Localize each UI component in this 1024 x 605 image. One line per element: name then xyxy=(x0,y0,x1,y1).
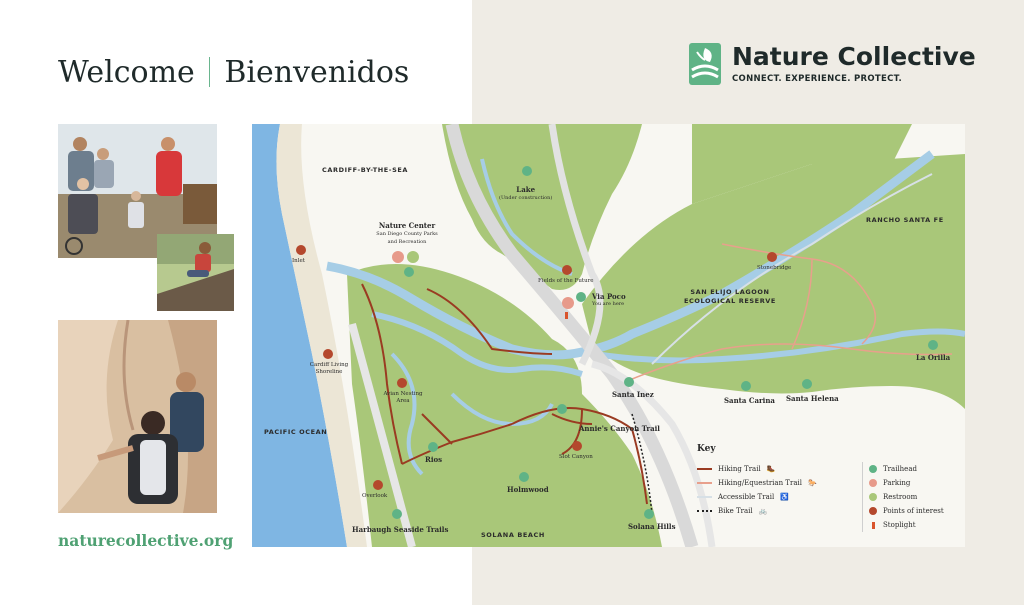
key-bike-label: Bike Trail xyxy=(718,507,753,515)
label-via-poco: Via Poco You are here xyxy=(592,292,626,307)
brand-block: Nature Collective CONNECT. EXPERIENCE. P… xyxy=(688,42,976,91)
label-nature-center: Nature Center San Diego County Parks and… xyxy=(372,222,442,246)
restroom-icon-nature-center xyxy=(407,251,419,263)
map-key: Key Hiking Trail 🥾 Hiking/Equestrian Tra… xyxy=(697,442,957,542)
brand-tagline: CONNECT. EXPERIENCE. PROTECT. xyxy=(732,74,902,84)
key-title: Key xyxy=(697,444,716,454)
nature-center-sub: San Diego County Parks and Recreation xyxy=(376,231,438,245)
lagoon-channel xyxy=(326,150,935,360)
key-trailhead: Trailhead xyxy=(869,464,917,474)
stoplight-icon xyxy=(565,312,568,319)
label-rios: Rios xyxy=(425,455,443,464)
reserve-land-east xyxy=(582,154,965,409)
key-hiking-label: Hiking Trail xyxy=(718,465,761,473)
key-divider xyxy=(862,462,863,532)
lake-sub: (Under construction) xyxy=(499,195,553,201)
label-holmwood: Holmwood xyxy=(507,485,549,494)
label-solana-hills: Solana Hills xyxy=(628,522,676,531)
poi-markers xyxy=(296,245,777,490)
via-poco-sub: You are here xyxy=(592,301,625,307)
trailhead-icon xyxy=(869,465,877,473)
child-climbing-photo xyxy=(157,234,234,311)
welcome-english: Welcome xyxy=(58,54,195,90)
heading-divider xyxy=(208,57,211,87)
point-of-interest-icon xyxy=(869,507,877,515)
key-hiking: Hiking Trail 🥾 xyxy=(697,464,775,474)
leaf-wave-logo-icon xyxy=(688,42,722,91)
key-trailhead-label: Trailhead xyxy=(883,465,917,473)
key-points-label: Points of interest xyxy=(883,507,944,515)
label-inlet: Inlet xyxy=(292,258,305,264)
key-parking-label: Parking xyxy=(883,479,911,487)
region-cardiff: CARDIFF-BY-THE-SEA xyxy=(322,166,409,174)
key-restroom-label: Restroom xyxy=(883,493,918,501)
hiking-trails-west xyxy=(361,283,553,465)
label-fields: Fields of the Future xyxy=(538,278,594,284)
label-santa-inez: Santa Inez xyxy=(612,390,654,399)
coast-highway xyxy=(348,322,416,547)
key-hiking-equestrian-label: Hiking/Equestrian Trail xyxy=(718,479,802,487)
region-reserve: SAN ELIJO LAGOON ECOLOGICAL RESERVE xyxy=(684,288,776,305)
key-stoplight: Stoplight xyxy=(869,520,916,530)
key-accessible-label: Accessible Trail xyxy=(718,493,775,501)
label-slot-canyon: Slot Canyon xyxy=(559,454,593,460)
key-parking: Parking xyxy=(869,478,910,488)
label-cardiff-shoreline: Cardiff Living Shoreline xyxy=(309,362,349,375)
horse-icon: 🐎 xyxy=(807,479,817,487)
trailhead-markers xyxy=(392,166,938,519)
bicycle-icon: 🚲 xyxy=(758,507,768,515)
parking-icon-via-poco xyxy=(562,297,574,309)
label-stonebridge: Stonebridge xyxy=(757,265,792,271)
lake-name: Lake xyxy=(516,185,536,194)
parking-icon xyxy=(869,479,877,487)
hiker-icon: 🥾 xyxy=(766,465,776,473)
key-bike: Bike Trail 🚲 xyxy=(697,506,767,516)
parking-icon-nature-center xyxy=(392,251,404,263)
key-hiking-equestrian: Hiking/Equestrian Trail 🐎 xyxy=(697,478,817,488)
equestrian-trails xyxy=(631,243,953,380)
region-solana-beach: SOLANA BEACH xyxy=(481,531,545,539)
region-rancho: RANCHO SANTA FE xyxy=(866,216,944,224)
label-annies: Annie's Canyon Trail xyxy=(579,424,660,433)
map-base xyxy=(252,124,965,547)
welcome-spanish: Bienvenidos xyxy=(224,54,410,90)
label-santa-carina: Santa Carina xyxy=(724,396,775,405)
pacific-ocean-area xyxy=(252,124,347,547)
region-pacific: PACIFIC OCEAN xyxy=(264,428,328,436)
label-lake: Lake (Under construction) xyxy=(499,186,552,202)
key-accessible: Accessible Trail ♿ xyxy=(697,492,789,502)
label-la-orilla: La Orilla xyxy=(916,353,951,362)
freeway-i5 xyxy=(445,124,699,547)
key-stoplight-label: Stoplight xyxy=(883,521,916,529)
label-avian: Avian Nesting Area xyxy=(383,391,423,404)
key-points: Points of interest xyxy=(869,506,944,516)
brand-name: Nature Collective xyxy=(732,42,976,71)
canyon-hikers-photo xyxy=(58,320,217,513)
via-poco-name: Via Poco xyxy=(592,292,626,301)
label-santa-helena: Santa Helena xyxy=(786,394,839,403)
nature-center-name: Nature Center xyxy=(378,221,436,230)
label-harbaugh: Harbaugh Seaside Trails xyxy=(352,525,449,534)
label-overlook: Overlook xyxy=(362,493,388,499)
wheelchair-icon: ♿ xyxy=(780,493,789,501)
trail-map[interactable]: CARDIFF-BY-THE-SEA RANCHO SANTA FE PACIF… xyxy=(252,124,965,547)
restroom-icon xyxy=(869,493,877,501)
welcome-heading: Welcome Bienvenidos xyxy=(58,52,409,92)
stoplight-key-icon xyxy=(869,521,877,529)
website-link[interactable]: naturecollective.org xyxy=(58,531,234,550)
reserve-land-north xyxy=(442,124,642,290)
key-restroom: Restroom xyxy=(869,492,917,502)
